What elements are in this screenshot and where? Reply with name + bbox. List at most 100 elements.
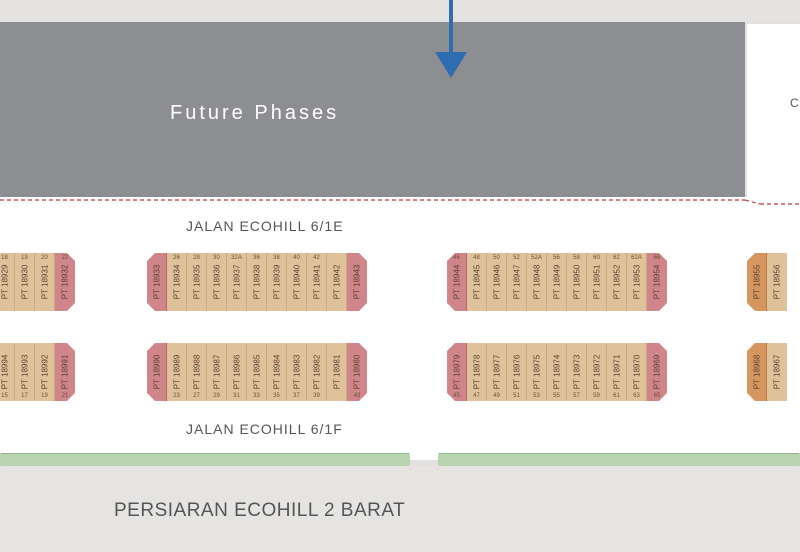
lot-parcel: PT 18990 xyxy=(147,343,167,401)
lot-house-number: 15 xyxy=(1,393,8,399)
lot-id-label: PT 18930 xyxy=(20,264,29,300)
lot-id-label: PT 18967 xyxy=(772,354,782,390)
lot-house-number: 66 xyxy=(653,255,661,261)
lot-id-label: PT 18992 xyxy=(40,354,49,390)
lot-house-number: 30 xyxy=(213,255,220,261)
lot-house-number: 48 xyxy=(473,255,480,261)
lot-id-label: PT 18949 xyxy=(552,264,561,300)
lot-house-number: 43 xyxy=(353,393,361,399)
future-phases-label: Future Phases xyxy=(170,102,340,124)
lot-id-label: PT 18969 xyxy=(652,354,662,390)
lot-id-label: PT 18940 xyxy=(292,264,301,300)
lot-id-label: PT 18975 xyxy=(532,354,541,390)
lot-house-number: 19 xyxy=(21,255,28,261)
lot-parcel: PT 18930 19 xyxy=(15,253,35,311)
lot-id-label: PT 18970 xyxy=(632,354,641,390)
lot-id-label: PT 18978 xyxy=(472,354,481,390)
lot-id-label: PT 18983 xyxy=(292,354,301,390)
lot-house-number: 21 xyxy=(61,393,69,399)
lot-id-label: PT 18984 xyxy=(272,354,281,390)
lot-house-number: 18 xyxy=(1,255,8,261)
lot-house-number: 33 xyxy=(253,393,260,399)
development-area xyxy=(0,197,800,460)
lot-id-label: PT 18951 xyxy=(592,264,601,300)
lot-house-number: 37 xyxy=(293,393,300,399)
lot-house-number: 62 xyxy=(613,255,620,261)
lot-house-number: 51 xyxy=(513,393,520,399)
lot-id-label: PT 18976 xyxy=(512,354,521,390)
lot-house-number: 42 xyxy=(313,255,320,261)
lot-id-label: PT 18982 xyxy=(312,354,321,390)
lot-house-number: 57 xyxy=(573,393,580,399)
lot-parcel: PT 18968 xyxy=(747,343,767,401)
lot-id-label: PT 18942 xyxy=(332,264,341,300)
lot-house-number: 60 xyxy=(593,255,600,261)
lot-id-label: PT 18937 xyxy=(232,264,241,300)
lot-parcel: PT 18954 66 xyxy=(647,253,667,311)
lot-id-label: PT 18938 xyxy=(252,264,261,300)
lot-parcel: PT 18933 xyxy=(147,253,167,311)
lot-id-label: PT 18974 xyxy=(552,354,561,390)
lot-id-label: PT 18946 xyxy=(492,264,501,300)
lot-house-number: 58 xyxy=(573,255,580,261)
lot-house-number: 29 xyxy=(213,393,220,399)
lot-id-label: PT 18934 xyxy=(172,264,181,300)
lot-house-number: 32A xyxy=(231,255,242,261)
lot-house-number: 65 xyxy=(653,393,661,399)
lot-parcel: PT 18992 19 xyxy=(35,343,55,401)
lot-house-number: 53 xyxy=(533,393,540,399)
lot-house-number: 63 xyxy=(633,393,640,399)
lot-id-label: PT 18931 xyxy=(40,264,49,300)
lot-id-label: PT 18953 xyxy=(632,264,641,300)
lot-house-number: 19 xyxy=(41,393,48,399)
lot-parcel: PT 18942 xyxy=(327,253,347,311)
lot-parcel: PT 18981 xyxy=(327,343,347,401)
lot-id-label: PT 18971 xyxy=(612,354,621,390)
lot-house-number: 49 xyxy=(493,393,500,399)
lot-id-label: PT 18990 xyxy=(152,354,161,390)
lot-parcel: PT 18983 37 xyxy=(287,343,307,401)
lot-id-label: PT 18968 xyxy=(752,354,761,390)
lot-block: PT 18968 PT 18967 xyxy=(747,343,787,401)
lot-house-number: 27 xyxy=(193,393,200,399)
lot-id-label: PT 18941 xyxy=(312,264,321,300)
lot-parcel: PT 18937 32A xyxy=(227,253,247,311)
lot-parcel: PT 18941 42 xyxy=(307,253,327,311)
lot-id-label: PT 18986 xyxy=(232,354,241,390)
lot-id-label: PT 18981 xyxy=(332,354,341,390)
lot-house-number: 45 xyxy=(453,393,460,399)
lot-parcel: PT 18949 56 xyxy=(547,253,567,311)
lot-house-number: 31 xyxy=(233,393,240,399)
lot-id-label: PT 18944 xyxy=(452,264,461,300)
lot-id-label: PT 18950 xyxy=(572,264,581,300)
adjacent-parcel-label: C xyxy=(790,96,799,110)
street-label-top: JALAN ECOHILL 6/1E xyxy=(186,218,344,234)
lot-parcel: PT 18967 xyxy=(767,343,787,401)
lot-parcel: PT 18970 63 xyxy=(627,343,647,401)
lot-id-label: PT 18954 xyxy=(652,264,662,300)
lot-house-number: 56 xyxy=(553,255,560,261)
